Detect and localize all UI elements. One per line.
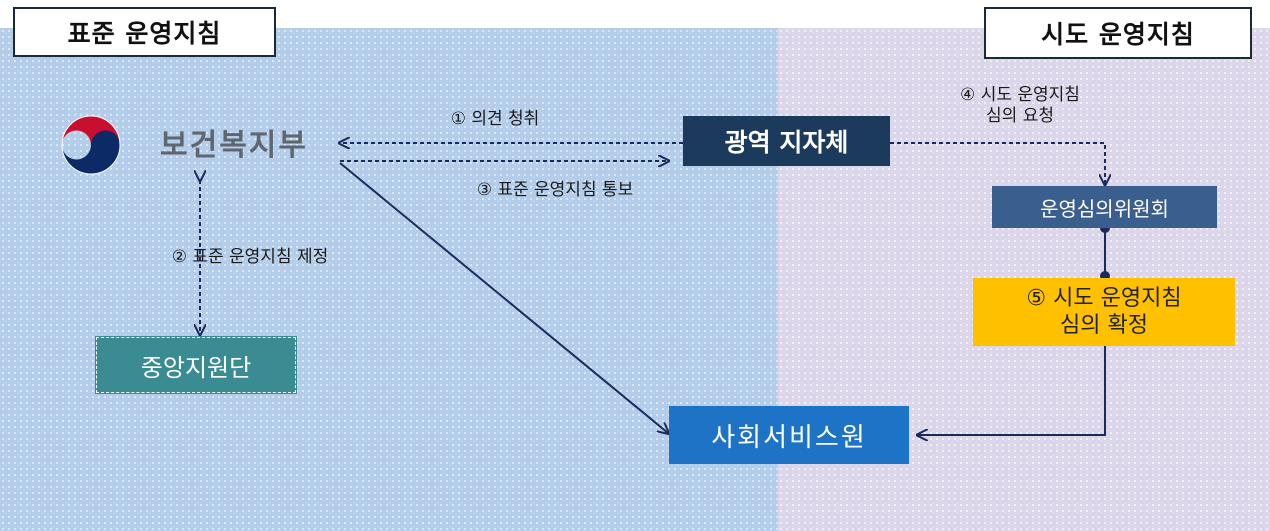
arrow-confirm-to-service	[918, 346, 1106, 435]
provincial-confirm-box: ⑤ 시도 운영지침 심의 확정	[973, 278, 1235, 346]
step-1-label: ① 의견 청취	[450, 109, 540, 129]
standard-guidelines-panel	[0, 28, 778, 531]
metro-government-box: 광역 지자체	[683, 116, 890, 166]
step-2-label: ② 표준 운영지침 제정	[171, 247, 329, 267]
step-3-label: ③ 표준 운영지침 통보	[476, 180, 634, 200]
central-support-box: 중앙지원단	[95, 336, 297, 394]
social-service-box: 사회서비스원	[669, 406, 909, 464]
standard-guidelines-title: 표준 운영지침	[13, 7, 276, 57]
step-4-label: ④ 시도 운영지침 심의 요청	[960, 85, 1080, 127]
operation-committee-box: 운영심의위원회	[992, 186, 1217, 228]
arrow-ministry-to-service	[339, 162, 668, 433]
provincial-guidelines-title: 시도 운영지침	[984, 7, 1252, 59]
korea-government-logo-icon	[61, 115, 121, 175]
arrow-review-request	[890, 142, 1105, 184]
ministry-name: 보건복지부	[160, 128, 308, 163]
